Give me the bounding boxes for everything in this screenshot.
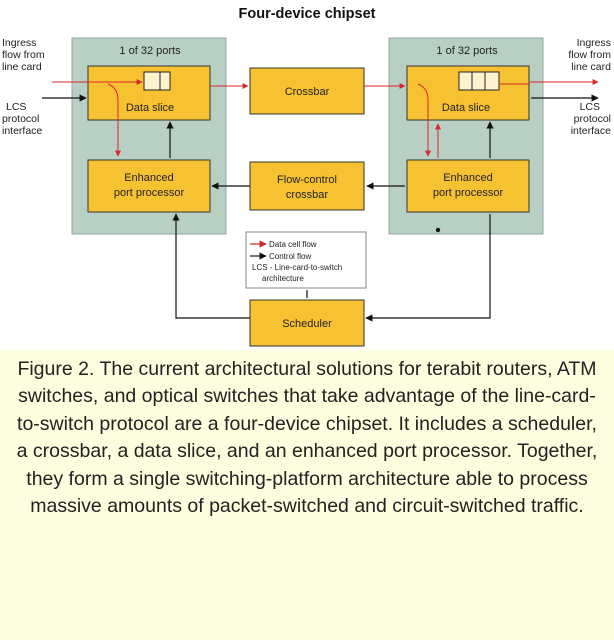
- scheduler-box: [249, 299, 365, 347]
- left-queue-icon: [143, 71, 171, 91]
- right-port-processor-line-2: port processor: [433, 187, 504, 199]
- right-processor-to-scheduler: [365, 214, 491, 322]
- left-port-processor-line-2: port processor: [114, 187, 185, 199]
- right-data-slice-label: Data slice: [442, 102, 490, 114]
- left-lcs-line-1: LCS: [6, 101, 26, 113]
- legend-line-1: Data cell flow: [269, 240, 317, 249]
- left-lcs-line-3: interface: [2, 125, 42, 137]
- left-data-slice-label: Data slice: [126, 102, 174, 114]
- legend-line-3: LCS - Line-card-to-switch: [252, 263, 342, 272]
- right-ports-label: 1 of 32 ports: [436, 45, 498, 57]
- left-lcs-line-2: protocol: [2, 113, 39, 125]
- junction-dot: [435, 227, 441, 233]
- left-ingress-line-3: line card: [2, 61, 42, 73]
- left-slice-to-processor-flow: [107, 83, 121, 157]
- right-slice-to-processor-flow: [417, 83, 431, 157]
- left-port-processor-box: [87, 159, 211, 213]
- flow-control-line-2: crossbar: [286, 189, 329, 201]
- right-lcs-line-3: interface: [571, 125, 611, 137]
- caption-area: Figure 2. The current architectural solu…: [0, 350, 614, 640]
- figure-caption: Figure 2. The current architectural solu…: [16, 358, 598, 518]
- diagram-title: Four-device chipset: [239, 6, 376, 22]
- crossbar-box: [249, 67, 365, 115]
- right-queue-icon: [458, 71, 500, 91]
- right-lcs-line-2: protocol: [574, 113, 611, 125]
- flow-control-crossbar-box: [249, 161, 365, 211]
- right-ingress-line-2: flow from: [568, 49, 611, 61]
- left-ingress-line-1: Ingress: [2, 37, 36, 49]
- right-ingress-line-3: line card: [571, 61, 611, 73]
- right-port-processor-box: [406, 159, 530, 213]
- left-port-processor-line-1: Enhanced: [124, 172, 174, 184]
- right-lcs-line-1: LCS: [580, 101, 600, 113]
- right-port-processor-line-1: Enhanced: [443, 172, 493, 184]
- left-ports-label: 1 of 32 ports: [119, 45, 181, 57]
- chipset-diagram: Four-device chipset 1 of 32 ports 1 of 3…: [2, 6, 611, 347]
- right-ingress-line-1: Ingress: [577, 37, 611, 49]
- scheduler-to-left-processor: [172, 213, 250, 319]
- scheduler-label: Scheduler: [282, 318, 332, 330]
- legend-line-2: Control flow: [269, 252, 311, 261]
- flow-control-line-1: Flow-control: [277, 174, 337, 186]
- legend-line-4: architecture: [262, 274, 304, 283]
- crossbar-label: Crossbar: [285, 86, 330, 98]
- left-ingress-line-2: flow from: [2, 49, 45, 61]
